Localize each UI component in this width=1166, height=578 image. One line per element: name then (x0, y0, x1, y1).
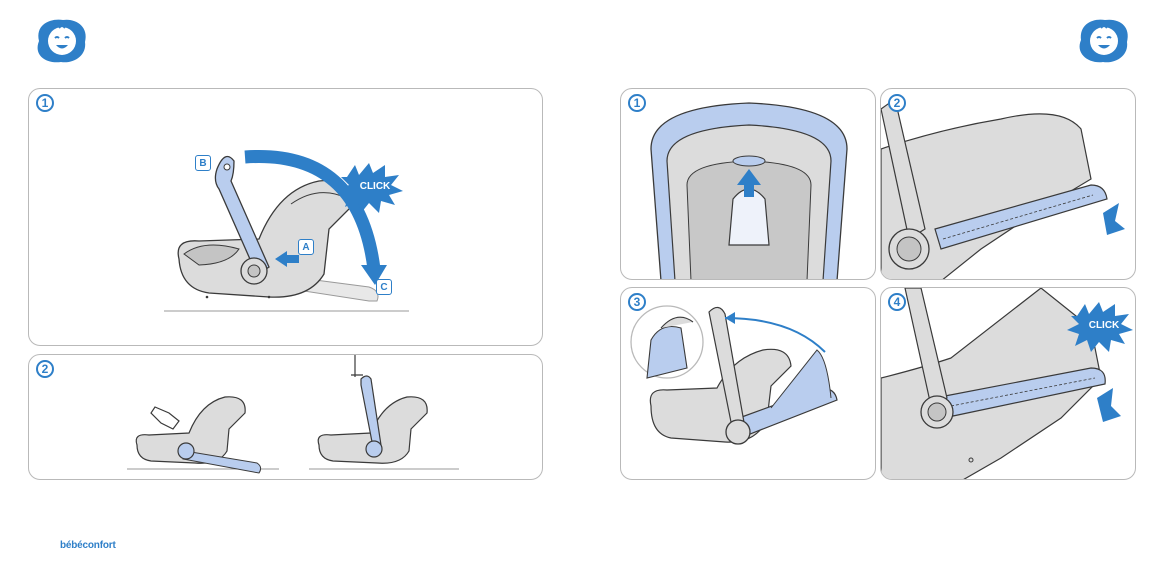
step-number: 1 (36, 94, 54, 112)
click-label: CLICK (348, 181, 402, 192)
car-seat-handle-diagram (29, 89, 543, 346)
tag-a: A (298, 239, 314, 255)
canopy-removal-diagram (881, 89, 1136, 280)
step-number: 4 (888, 293, 906, 311)
baby-face-icon (29, 16, 91, 66)
left-step-2-panel: 2 (28, 354, 543, 480)
right-step-3-panel: 3 (620, 287, 876, 480)
step-number: 3 (628, 293, 646, 311)
left-step-1-panel: 1 CLICK B A C (28, 88, 543, 346)
click-label: CLICK (1077, 320, 1131, 331)
right-step-4-panel: 4 CLICK (880, 287, 1136, 480)
step-number: 2 (36, 360, 54, 378)
canopy-fitting-diagram (621, 288, 876, 480)
car-seat-carry-diagram (29, 355, 543, 480)
step-number: 2 (888, 94, 906, 112)
canopy-click-diagram (881, 288, 1136, 480)
right-step-1-panel: 1 (620, 88, 876, 280)
tag-c: C (376, 279, 392, 295)
canopy-release-diagram (621, 89, 876, 280)
right-step-2-panel: 2 (880, 88, 1136, 280)
step-number: 1 (628, 94, 646, 112)
brand-logo: bébéconfort (60, 540, 116, 551)
baby-face-icon (1075, 16, 1137, 66)
tag-b: B (195, 155, 211, 171)
